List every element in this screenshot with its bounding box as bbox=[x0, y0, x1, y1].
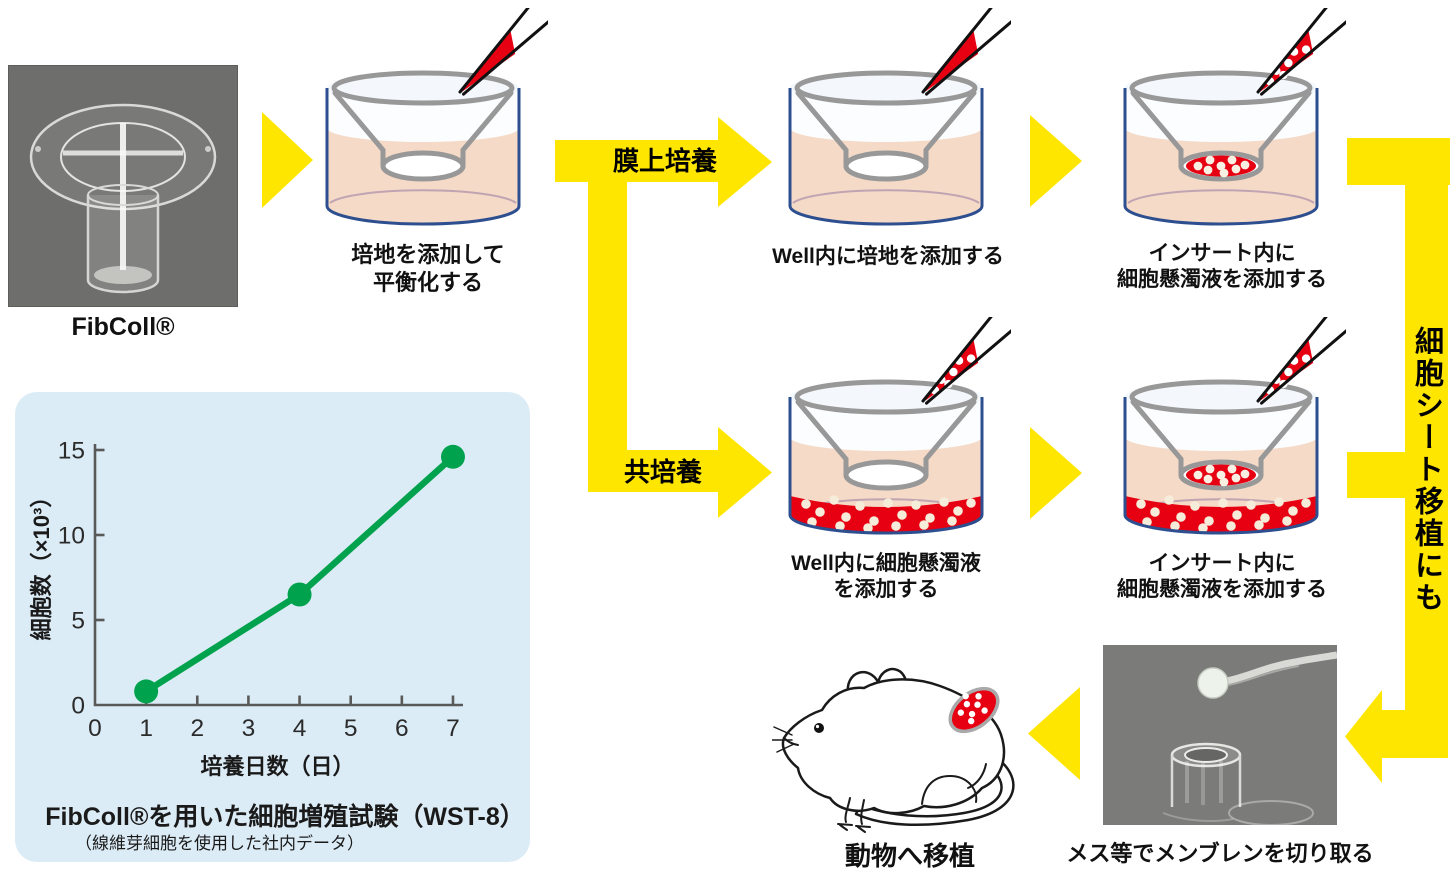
flow-arrow-photo-to-mouse bbox=[1028, 687, 1080, 780]
caption-add-cells-insert-mid: インサート内に 細胞懸濁液を添加する bbox=[1102, 551, 1342, 604]
svg-text:0: 0 bbox=[88, 715, 102, 742]
chart-ylabel: 細胞数（×10³） bbox=[29, 485, 54, 641]
caption-add-cells-insert-top-line2: 細胞懸濁液を添加する bbox=[1117, 268, 1327, 292]
caption-add-cells-well-line1: Well内に細胞懸濁液 bbox=[791, 552, 981, 575]
chart-xlabel: 培養日数（日） bbox=[200, 754, 355, 779]
growth-chart-plot: 0 5 10 15 0 1 2 3 4 5 6 7 bbox=[58, 438, 465, 742]
branch-top-shaft bbox=[555, 140, 718, 182]
svg-text:15: 15 bbox=[58, 438, 85, 465]
caption-add-cells-insert-mid-line2: 細胞懸濁液を添加する bbox=[1117, 578, 1327, 602]
flow-arrow-step2-to-step3 bbox=[1030, 115, 1082, 207]
flow-arrow-photo-to-step1 bbox=[262, 112, 313, 208]
illustration-add-cells-insert-coculture bbox=[1111, 317, 1346, 547]
chart-title: FibColl®を用いた細胞増殖試験（WST-8） bbox=[45, 803, 525, 831]
side-path-bottom-shaft bbox=[1382, 710, 1448, 758]
fibcoll-device-image bbox=[7, 64, 239, 308]
illustration-add-medium-well bbox=[776, 8, 1011, 238]
svg-text:6: 6 bbox=[395, 715, 409, 742]
caption-add-medium-well: Well内に培地を添加する bbox=[772, 245, 1004, 268]
illustration-equilibrate bbox=[313, 8, 548, 238]
caption-add-cells-well: Well内に細胞懸濁液 を添加する bbox=[766, 551, 1006, 604]
caption-add-cells-insert-mid-line1: インサート内に bbox=[1148, 552, 1296, 575]
side-path-mid-connector bbox=[1347, 452, 1405, 498]
svg-text:3: 3 bbox=[242, 715, 256, 742]
mouse-drawing bbox=[771, 667, 1015, 833]
caption-add-cells-well-line2: を添加する bbox=[833, 578, 939, 602]
side-note-cell-sheet: 細胞シート移植にも bbox=[1410, 326, 1443, 614]
illustration-add-cells-insert bbox=[1111, 8, 1346, 238]
svg-text:5: 5 bbox=[71, 608, 85, 635]
svg-text:7: 7 bbox=[446, 715, 460, 742]
membrane-cut-photo bbox=[1103, 645, 1338, 826]
chart-subtitle: （線維芽細胞を使用した社内データ） bbox=[75, 834, 364, 853]
svg-text:5: 5 bbox=[344, 715, 358, 742]
caption-equilibrate-line1: 培地を添加して bbox=[351, 242, 505, 267]
cell-sheet-patch bbox=[948, 686, 1000, 734]
svg-text:10: 10 bbox=[58, 523, 85, 550]
svg-text:0: 0 bbox=[71, 693, 85, 720]
branch-bottom-shaft bbox=[588, 450, 718, 492]
fibcoll-product-photo bbox=[7, 64, 239, 308]
caption-cut-membrane: メス等でメンブレンを切り取る bbox=[1066, 841, 1374, 866]
fibcoll-label: FibColl® bbox=[71, 313, 175, 341]
mouse-illustration bbox=[771, 638, 1030, 834]
branch-label-membrane-culture: 膜上培養 bbox=[612, 146, 717, 176]
caption-add-cells-insert-top: インサート内に 細胞懸濁液を添加する bbox=[1102, 241, 1342, 294]
caption-equilibrate: 培地を添加して 平衡化する bbox=[308, 241, 548, 296]
illustration-add-cells-well bbox=[776, 317, 1011, 547]
caption-add-cells-insert-top-line1: インサート内に bbox=[1148, 242, 1296, 265]
svg-text:4: 4 bbox=[293, 715, 307, 742]
side-path-vertical-band bbox=[1405, 138, 1448, 758]
svg-text:2: 2 bbox=[190, 715, 204, 742]
branch-vertical-bar bbox=[588, 140, 627, 488]
growth-chart-panel bbox=[15, 392, 530, 862]
branch-label-coculture: 共培養 bbox=[623, 457, 702, 487]
caption-equilibrate-line2: 平衡化する bbox=[372, 269, 483, 295]
svg-text:1: 1 bbox=[139, 715, 153, 742]
membrane-cut-image bbox=[1103, 645, 1338, 826]
caption-transplant: 動物へ移植 bbox=[844, 841, 975, 871]
side-path-bottom-arrowhead bbox=[1345, 690, 1382, 783]
flow-arrow-step4-to-step5 bbox=[1030, 427, 1082, 519]
